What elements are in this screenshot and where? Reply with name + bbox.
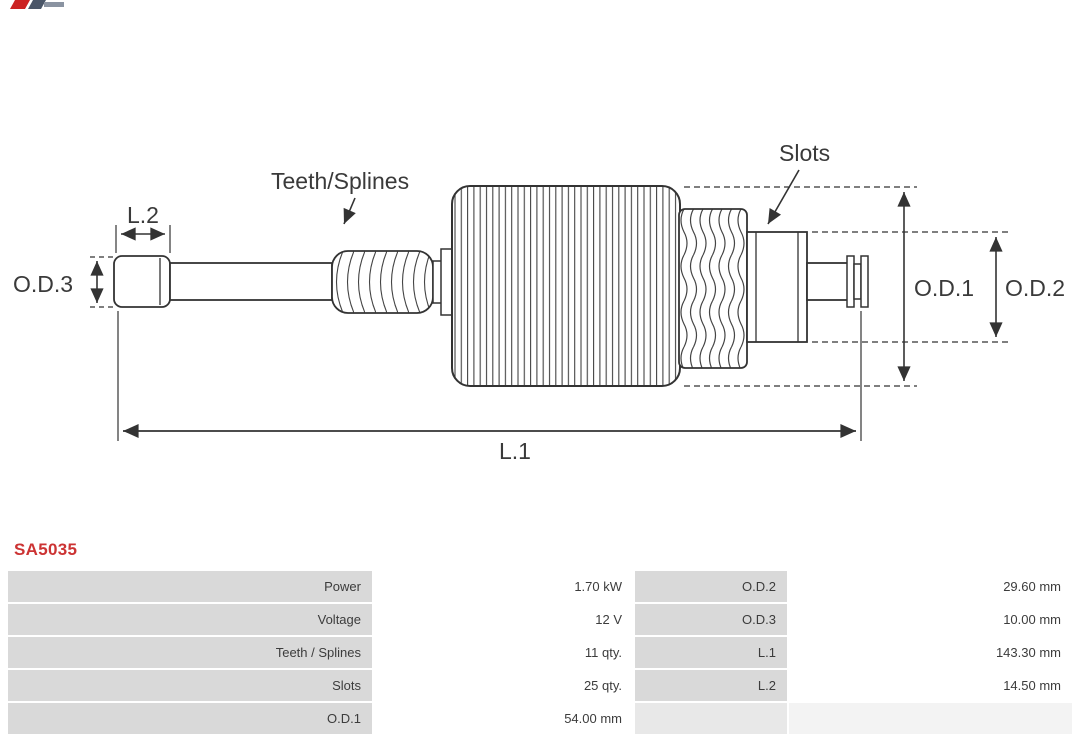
spec-label-cell: Voltage xyxy=(8,604,372,635)
spec-label-cell: O.D.3 xyxy=(635,604,787,635)
od2-label: O.D.2 xyxy=(1005,275,1065,301)
logo-dark-shape xyxy=(28,0,46,9)
spline-section xyxy=(331,250,434,314)
end-spool-left xyxy=(846,255,855,308)
product-code: SA5035 xyxy=(14,540,78,559)
callout-teeth-splines: Teeth/Splines xyxy=(271,168,409,225)
spec-label-cell: O.D.1 xyxy=(8,703,372,734)
callout-slots: Slots xyxy=(767,140,830,225)
spec-value-cell: 11 qty. xyxy=(374,637,633,668)
dimension-od3: O.D.3 xyxy=(13,256,113,308)
logo-red-shape xyxy=(10,0,30,9)
end-spool-groove xyxy=(853,263,862,300)
spec-value-cell: 54.00 mm xyxy=(374,703,633,734)
armature-parts xyxy=(113,185,869,387)
spec-table: Power 1.70 kW O.D.2 29.60 mm Voltage 12 … xyxy=(8,571,1072,734)
rear-shaft xyxy=(806,262,850,301)
spec-label-cell: Teeth / Splines xyxy=(8,637,372,668)
l2-label: L.2 xyxy=(127,202,159,228)
spec-value-cell: 12 V xyxy=(374,604,633,635)
spec-label-cell: L.1 xyxy=(635,637,787,668)
end-spool-right xyxy=(860,255,869,308)
shaft xyxy=(169,262,333,301)
armature-technical-drawing: O.D.3 L.2 Teeth/Splines Slots O.D.1 O.D.… xyxy=(13,140,1065,464)
logo-text-shape xyxy=(44,2,64,7)
armature-core xyxy=(451,185,681,387)
spec-label-cell: Power xyxy=(8,571,372,602)
commutator-winding xyxy=(678,208,748,369)
spec-label-cell: Slots xyxy=(8,670,372,701)
spec-label-cell: O.D.2 xyxy=(635,571,787,602)
od3-label: O.D.3 xyxy=(13,271,73,297)
slots-label: Slots xyxy=(779,140,830,166)
as-pl-logo xyxy=(10,0,64,9)
od1-label: O.D.1 xyxy=(914,275,974,301)
spec-value-cell: 29.60 mm xyxy=(789,571,1072,602)
spec-value-cell-empty xyxy=(789,703,1072,734)
teeth-splines-label: Teeth/Splines xyxy=(271,168,409,194)
dimension-od1: O.D.1 xyxy=(684,186,974,387)
dimension-l1: L.1 xyxy=(117,311,862,464)
spec-value-cell: 143.30 mm xyxy=(789,637,1072,668)
spec-label-cell-empty xyxy=(635,703,787,734)
spec-value-cell: 25 qty. xyxy=(374,670,633,701)
shaft-tip xyxy=(113,255,171,308)
commutator-barrel xyxy=(746,231,808,343)
dimension-l2: L.2 xyxy=(115,202,171,253)
spec-value-cell: 1.70 kW xyxy=(374,571,633,602)
spec-value-cell: 14.50 mm xyxy=(789,670,1072,701)
spec-label-cell: L.2 xyxy=(635,670,787,701)
dimension-od2: O.D.2 xyxy=(812,231,1065,343)
l1-label: L.1 xyxy=(499,438,531,464)
spec-value-cell: 10.00 mm xyxy=(789,604,1072,635)
